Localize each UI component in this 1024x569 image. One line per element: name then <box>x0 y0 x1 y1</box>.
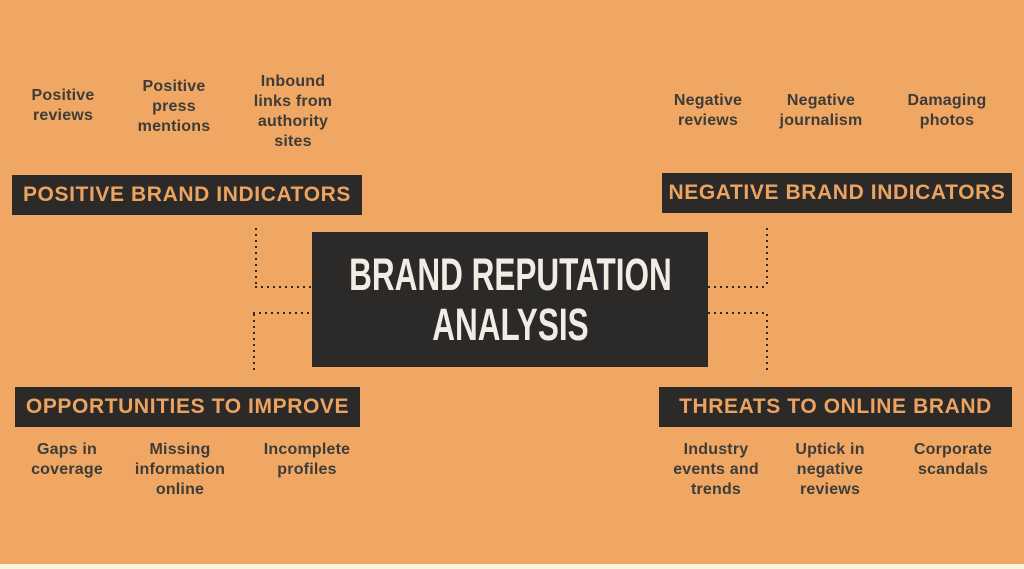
connector-bottom-left-horizontal <box>253 312 312 314</box>
page-title-line2: ANALYSIS <box>431 298 589 350</box>
header-opportunities-to-improve: OPPORTUNITIES TO IMPROVE <box>15 387 360 427</box>
item-positive-reviews: Positive reviews <box>31 87 95 124</box>
item-inbound-links: Inbound links from authority sites <box>253 73 333 150</box>
connector-top-right-vertical <box>766 228 768 286</box>
item-damaging-photos: Damaging photos <box>907 92 987 129</box>
connector-top-left-horizontal <box>255 286 312 288</box>
item-missing-information: Missing information online <box>134 441 226 498</box>
page-title-line1: BRAND REPUTATION <box>348 248 672 300</box>
connector-top-right-horizontal <box>708 286 768 288</box>
item-negative-journalism: Negative journalism <box>779 92 863 129</box>
item-uptick-negative: Uptick in negative reviews <box>795 441 865 498</box>
header-positive-brand-indicators: POSITIVE BRAND INDICATORS <box>12 175 362 215</box>
item-positive-press-mentions: Positive press mentions <box>137 78 211 135</box>
item-gaps-in-coverage: Gaps in coverage <box>31 441 103 478</box>
connector-bottom-right-horizontal <box>708 312 768 314</box>
item-corporate-scandals: Corporate scandals <box>913 441 993 478</box>
connector-bottom-right-vertical <box>766 314 768 374</box>
item-industry-events: Industry events and trends <box>673 441 759 498</box>
item-negative-reviews: Negative reviews <box>673 92 743 129</box>
header-threats-to-online-brand: THREATS TO ONLINE BRAND <box>659 387 1012 427</box>
header-negative-brand-indicators: NEGATIVE BRAND INDICATORS <box>662 173 1012 213</box>
bottom-edge-strip <box>0 564 1024 569</box>
center-title-box: BRAND REPUTATION ANALYSIS <box>312 232 708 367</box>
page-title: BRAND REPUTATION ANALYSIS <box>348 248 672 350</box>
connector-top-left-vertical <box>255 228 257 286</box>
connector-bottom-left-vertical <box>253 314 255 374</box>
item-incomplete-profiles: Incomplete profiles <box>263 441 351 478</box>
